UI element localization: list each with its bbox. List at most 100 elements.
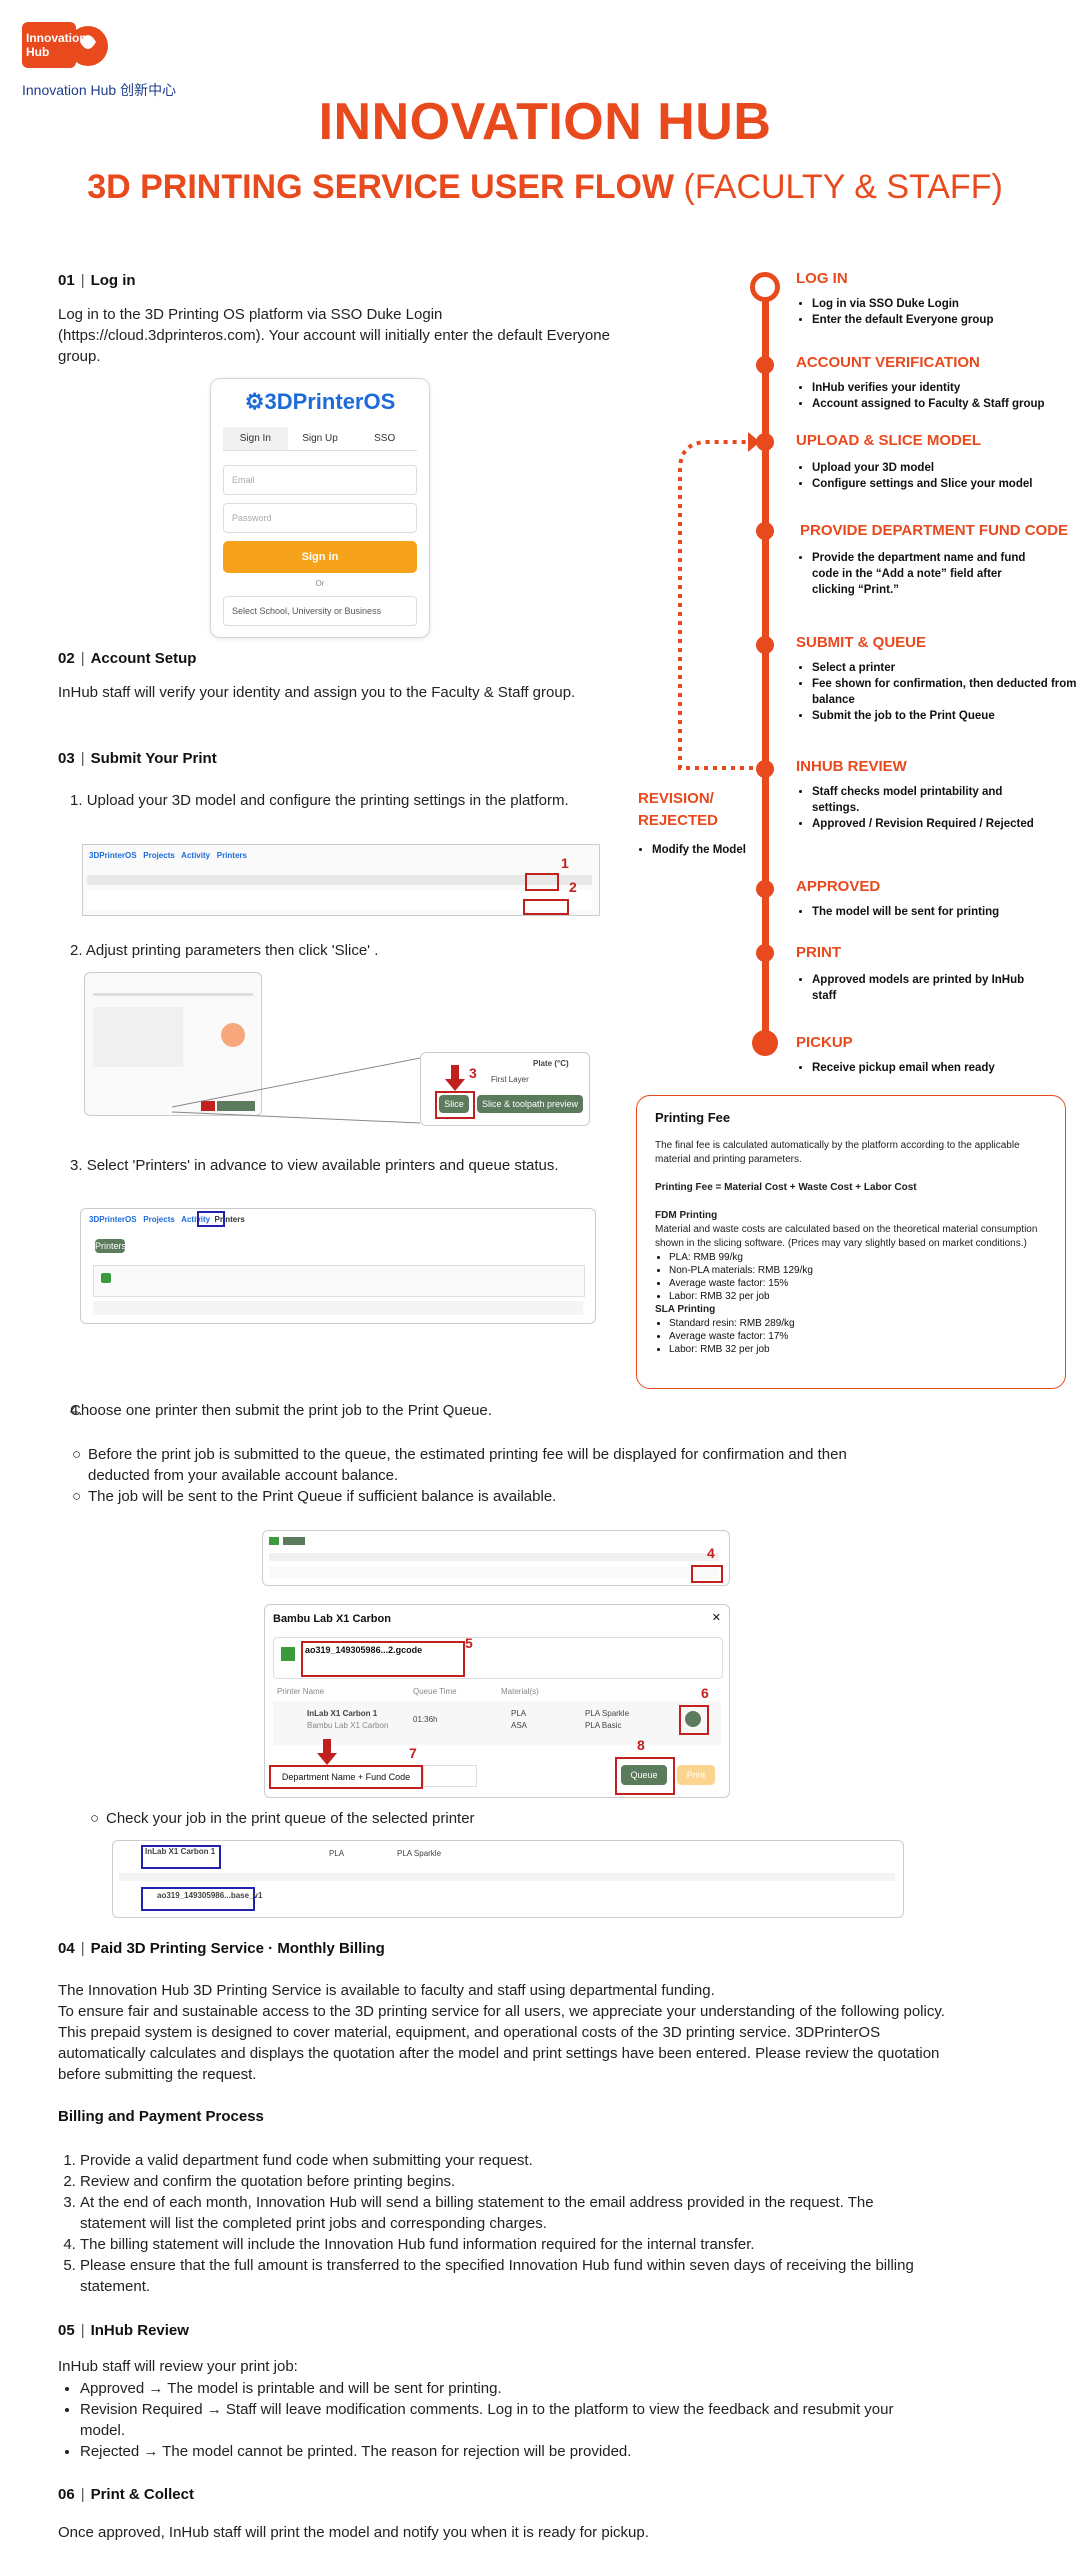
tl-list-verification: InHub verifies your identityAccount assi… [796, 380, 1045, 412]
section-02-body: InHub staff will verify your identity an… [58, 684, 576, 701]
password-field[interactable]: Password [223, 503, 417, 533]
fdm-list: PLA: RMB 99/kg Non-PLA materials: RMB 12… [655, 1251, 1065, 1303]
section-06-body: Once approved, InHub staff will print th… [58, 2524, 649, 2541]
tab-sign-in[interactable]: Sign In [223, 427, 288, 450]
slice-zoom-panel: Plate (°C) First Layer Slice Slice & too… [420, 1052, 590, 1126]
tl-list-approved: The model will be sent for printing [796, 904, 999, 920]
tl-list-submit: Select a printerFee shown for confirmati… [796, 660, 1082, 724]
svg-text:Hub: Hub [26, 45, 49, 59]
screenshot-queue: InLab X1 Carbon 1 PLA PLA Sparkle ao319_… [112, 1840, 904, 1918]
timeline-start-icon [750, 272, 780, 302]
subtitle-light: (FACULTY & STAFF) [683, 168, 1003, 206]
bullet-queue: ○The job will be sent to the Print Queue… [72, 1488, 557, 1505]
tl-title-approved: APPROVED [796, 878, 881, 895]
screenshot-upload: 3DPrinterOS Projects Activity Printers 1… [82, 844, 600, 916]
fdm-title: FDM Printing [655, 1210, 718, 1221]
school-select[interactable]: Select School, University or Business [223, 596, 417, 626]
timeline-dot [756, 356, 774, 374]
tab-sign-up[interactable]: Sign Up [302, 433, 338, 444]
review-outcomes: Approved → The model is printable and wi… [58, 2378, 938, 2462]
page-subtitle: 3D PRINTING SERVICE USER FLOW (FACULTY &… [0, 168, 1090, 207]
screenshot-printers: 3DPrinterOS Projects Activity Printers P… [80, 1208, 596, 1324]
tl-title-submit: SUBMIT & QUEUE [796, 634, 927, 651]
tl-list-login: Log in via SSO Duke LoginEnter the defau… [796, 296, 993, 328]
timeline-dot [756, 760, 774, 778]
tl-list-pickup: Receive pickup email when ready [796, 1060, 995, 1076]
tl-list-print: Approved models are printed by InHub sta… [796, 972, 1042, 1004]
gear-icon: ⚙ [244, 389, 265, 414]
bullet-check-queue: ○Check your job in the print queue of th… [90, 1810, 475, 1827]
bullet-fee-confirm: ○Before the print job is submitted to th… [72, 1446, 847, 1484]
fee-intro: The final fee is calculated automaticall… [655, 1140, 1020, 1165]
subtitle-bold: 3D PRINTING SERVICE USER FLOW [87, 168, 675, 206]
timeline-dot [756, 636, 774, 654]
signin-card: ⚙3DPrinterOS Sign In Sign Up SSO Email P… [210, 378, 430, 638]
screenshot-slice-settings [84, 972, 262, 1116]
timeline-dot [756, 880, 774, 898]
section-04-p1: The Innovation Hub 3D Printing Service i… [58, 1982, 715, 1999]
fund-code-field[interactable]: Department Name + Fund Code [269, 1765, 423, 1789]
fee-formula: Printing Fee = Material Cost + Waste Cos… [655, 1182, 917, 1193]
billing-heading: Billing and Payment Process [58, 2108, 264, 2125]
section-04-heading: 04|Paid 3D Printing Service · Monthly Bi… [58, 1940, 385, 1957]
tl-list-upload: Upload your 3D modelConfigure settings a… [796, 460, 1032, 492]
3dprinteros-logo: ⚙3DPrinterOS [244, 389, 396, 414]
tl-title-review: INHUB REVIEW [796, 758, 907, 775]
step-2: 2. Adjust printing parameters then click… [70, 942, 379, 959]
innovation-hub-logo: Innovation Hub [22, 22, 112, 76]
section-03-heading: 03|Submit Your Print [58, 750, 217, 767]
print-button[interactable]: Print [677, 1765, 715, 1785]
svg-text:Innovation: Innovation [26, 31, 87, 45]
email-field[interactable]: Email [223, 465, 417, 495]
section-05-heading: 05|InHub Review [58, 2322, 189, 2339]
revision-loop-arrow [678, 432, 762, 770]
fdm-desc: Material and waste costs are calculated … [655, 1224, 1038, 1249]
tl-title-login: LOG IN [796, 270, 848, 287]
step-3: 3. Select 'Printers' in advance to view … [70, 1157, 559, 1174]
fee-title: Printing Fee [655, 1110, 731, 1125]
tl-title-pickup: PICKUP [796, 1034, 853, 1051]
page-title: INNOVATION HUB [318, 93, 772, 151]
timeline-dot [756, 944, 774, 962]
timeline-end-icon [752, 1030, 778, 1056]
step-4: Choose one printer then submit the print… [70, 1402, 492, 1419]
tl-list-review: Staff checks model printability and sett… [796, 784, 1042, 832]
timeline-dot [756, 433, 774, 451]
tl-title-fund-code: PROVIDE DEPARTMENT FUND CODE [800, 522, 1069, 539]
step-1: 1. Upload your 3D model and configure th… [70, 792, 569, 809]
timeline-dot [756, 522, 774, 540]
slice-toolpath-button[interactable]: Slice & toolpath preview [477, 1095, 583, 1113]
red-arrow-icon [317, 1739, 337, 1765]
tl-title-verification: ACCOUNT VERIFICATION [796, 354, 980, 371]
printer-dialog: Bambu Lab X1 Carbon ✕ ao319_149305986...… [264, 1604, 730, 1798]
signin-tabs: Sign In Sign Up SSO [223, 427, 417, 451]
slice-button[interactable]: Slice [439, 1095, 469, 1113]
tl-title-upload: UPLOAD & SLICE MODEL [796, 432, 982, 449]
queue-button[interactable]: Queue [621, 1765, 667, 1785]
logo-caption: Innovation Hub 创新中心 [22, 82, 177, 98]
section-02-heading: 02|Account Setup [58, 650, 197, 667]
section-05-intro: InHub staff will review your print job: [58, 2358, 298, 2375]
section-06-heading: 06|Print & Collect [58, 2486, 194, 2503]
dialog-title: Bambu Lab X1 Carbon [273, 1613, 391, 1625]
section-01-body: Log in to the 3D Printing OS platform vi… [58, 306, 610, 365]
or-divider: Or [315, 579, 325, 588]
sign-in-button[interactable]: Sign in [223, 541, 417, 573]
sla-list: Standard resin: RMB 289/kg Average waste… [655, 1317, 1065, 1356]
timeline-line [762, 282, 769, 1050]
gcode-name: ao319_149305986...2.gcode [305, 1645, 423, 1655]
tab-sso[interactable]: SSO [374, 433, 396, 444]
section-04-p2: To ensure fair and sustainable access to… [58, 2003, 945, 2083]
revision-list: Modify the Model [636, 842, 746, 858]
sla-title: SLA Printing [655, 1304, 716, 1315]
tl-title-print: PRINT [796, 944, 841, 961]
screenshot-print-list: 4 [262, 1530, 730, 1586]
section-01-heading: 01|Log in [58, 272, 136, 289]
billing-steps: Provide a valid department fund code whe… [58, 2150, 938, 2297]
tl-list-fund-code: Provide the department name and fund cod… [796, 550, 1042, 598]
printing-fee-box: Printing Fee The final fee is calculated… [636, 1095, 1066, 1389]
revision-title: REVISION/REJECTED [638, 790, 719, 829]
red-arrow-icon [445, 1065, 465, 1091]
close-icon[interactable]: ✕ [711, 1612, 721, 1624]
